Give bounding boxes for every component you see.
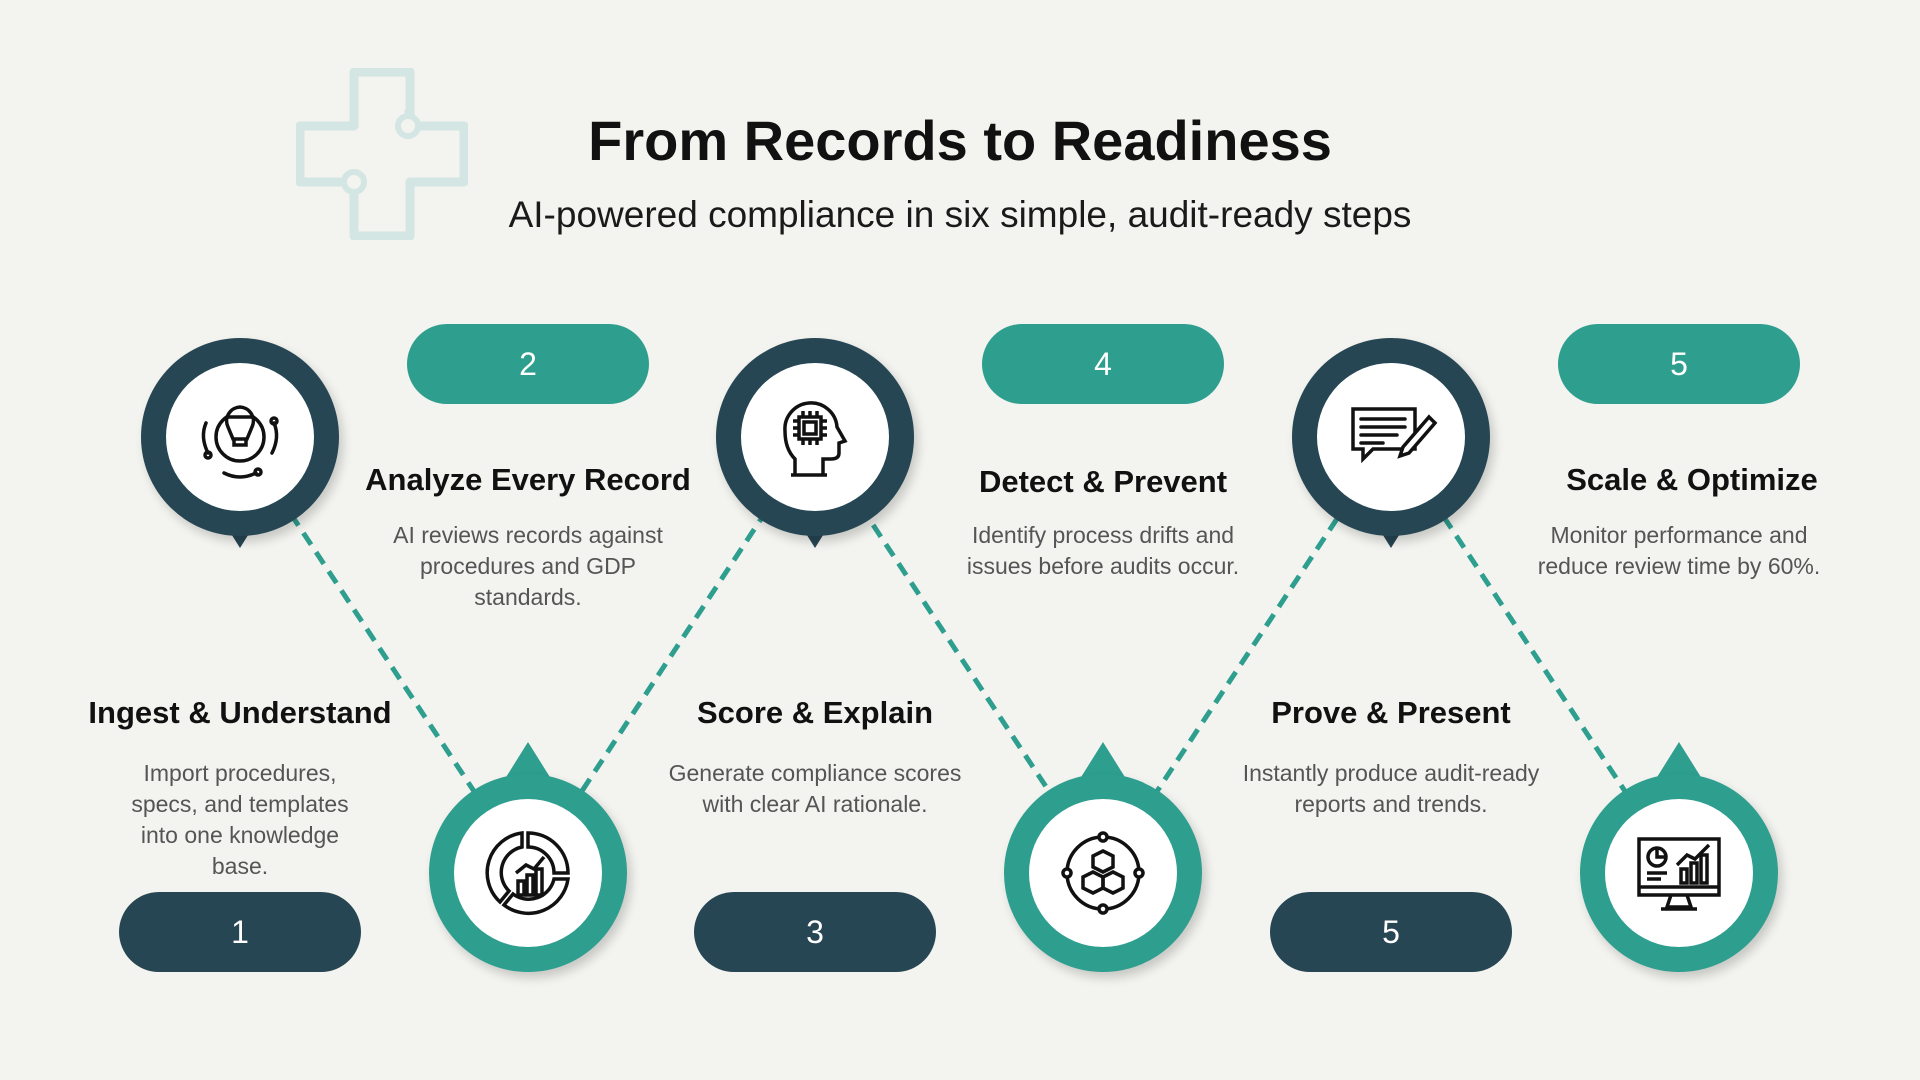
step-2-description: AI reviews records against procedures an… — [393, 522, 663, 610]
step-5-title: Prove & Present — [1271, 695, 1511, 730]
lightbulb-gear-icon — [201, 405, 279, 479]
step-3-title: Score & Explain — [696, 695, 934, 730]
step-2-badge: 2 — [407, 324, 649, 404]
step-4-title: Detect & Prevent — [978, 464, 1228, 499]
ai-head-chip-icon — [783, 401, 848, 477]
step-5-description: Instantly produce audit-ready reports an… — [1242, 760, 1540, 817]
step-5-badge: 5 — [1270, 892, 1512, 972]
step-4-description: Identify process drifts and issues befor… — [966, 522, 1240, 579]
cubes-network-icon — [1061, 831, 1145, 915]
step-1-description: Import procedures, specs, and templates … — [131, 760, 349, 879]
step-4-pin — [1004, 742, 1202, 972]
step-6-description: Monitor performance and reduce review ti… — [1537, 522, 1821, 579]
step-6-title: Scale & Optimize — [1566, 462, 1818, 497]
step-3-description: Generate compliance scores with clear AI… — [668, 760, 962, 817]
step-1-pin — [141, 338, 339, 548]
step-6-badge: 5 — [1558, 324, 1800, 404]
medical-cross-icon — [296, 68, 468, 240]
analytics-donut-chart-icon — [485, 831, 571, 916]
step-4-badge: 4 — [982, 324, 1224, 404]
step-5-pin — [1292, 338, 1490, 548]
step-3-pin — [716, 338, 914, 548]
step-2-pin — [429, 742, 627, 972]
step-3-badge: 3 — [694, 892, 936, 972]
step-2-title: Analyze Every Record — [365, 462, 691, 497]
page-subtitle: AI-powered compliance in six simple, aud… — [508, 194, 1412, 235]
monitor-dashboard-icon — [1637, 837, 1721, 911]
step-1-title: Ingest & Understand — [88, 695, 392, 730]
page-title: From Records to Readiness — [588, 109, 1332, 172]
report-pen-icon — [1351, 407, 1438, 464]
step-1-badge: 1 — [119, 892, 361, 972]
step-6-pin — [1580, 742, 1778, 972]
